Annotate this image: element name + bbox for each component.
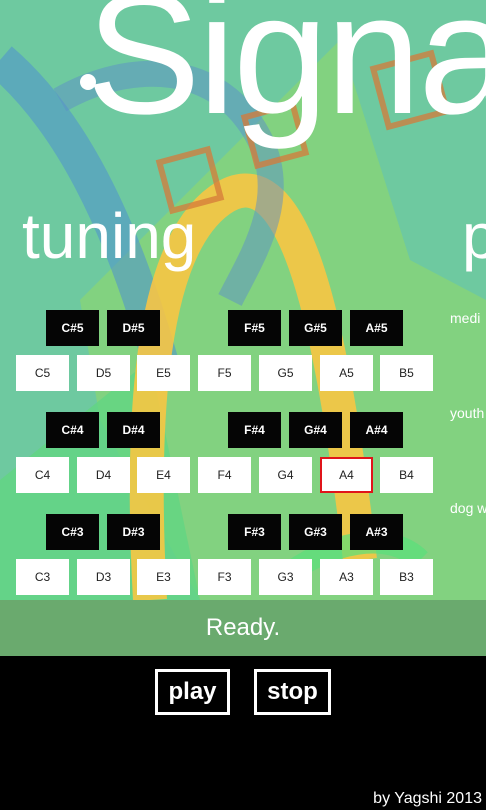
key-dsharp5[interactable]: D#5 [107,310,160,346]
key-asharp3[interactable]: A#3 [350,514,403,550]
key-d4[interactable]: D4 [77,457,130,493]
key-b4[interactable]: B4 [380,457,433,493]
key-gsharp4[interactable]: G#4 [289,412,342,448]
key-c4[interactable]: C4 [16,457,69,493]
key-e5[interactable]: E5 [137,355,190,391]
key-c5[interactable]: C5 [16,355,69,391]
preset-item-1[interactable]: medi [450,310,481,326]
hub-title-text: Signa [86,0,486,150]
key-c3[interactable]: C3 [16,559,69,595]
play-button[interactable]: play [155,669,230,715]
key-b5[interactable]: B5 [380,355,433,391]
section-title-presets[interactable]: p [462,200,486,272]
section-title-tuning[interactable]: tuning [22,200,197,272]
key-g5[interactable]: G5 [259,355,312,391]
status-text: Ready. [205,614,281,641]
key-gsharp3[interactable]: G#3 [289,514,342,550]
key-d3[interactable]: D3 [77,559,130,595]
hub-title: Signa [80,0,486,140]
key-dsharp3[interactable]: D#3 [107,514,160,550]
key-a5[interactable]: A5 [320,355,373,391]
title-dot [80,74,96,90]
key-e4[interactable]: E4 [137,457,190,493]
key-e3[interactable]: E3 [137,559,190,595]
key-csharp3[interactable]: C#3 [46,514,99,550]
key-asharp5[interactable]: A#5 [350,310,403,346]
key-b3[interactable]: B3 [380,559,433,595]
key-g4[interactable]: G4 [259,457,312,493]
key-csharp5[interactable]: C#5 [46,310,99,346]
key-asharp4[interactable]: A#4 [350,412,403,448]
credit-text: by Yagshi 2013 [373,790,482,807]
key-fsharp4[interactable]: F#4 [228,412,281,448]
key-f5[interactable]: F5 [198,355,251,391]
key-a3[interactable]: A3 [320,559,373,595]
key-fsharp5[interactable]: F#5 [228,310,281,346]
status-bar: Ready. [0,600,486,656]
key-f3[interactable]: F3 [198,559,251,595]
key-gsharp5[interactable]: G#5 [289,310,342,346]
key-dsharp4[interactable]: D#4 [107,412,160,448]
key-csharp4[interactable]: C#4 [46,412,99,448]
key-g3[interactable]: G3 [259,559,312,595]
key-d5[interactable]: D5 [77,355,130,391]
key-a4-selected[interactable]: A4 [320,457,373,493]
key-fsharp3[interactable]: F#3 [228,514,281,550]
hub-canvas: Signa tuning p C#5 D#5 F#5 G#5 A#5 C5 D5… [0,0,486,600]
preset-item-3[interactable]: dog w [450,500,486,516]
stop-button[interactable]: stop [254,669,331,715]
preset-item-2[interactable]: youth [450,405,485,421]
key-f4[interactable]: F4 [198,457,251,493]
